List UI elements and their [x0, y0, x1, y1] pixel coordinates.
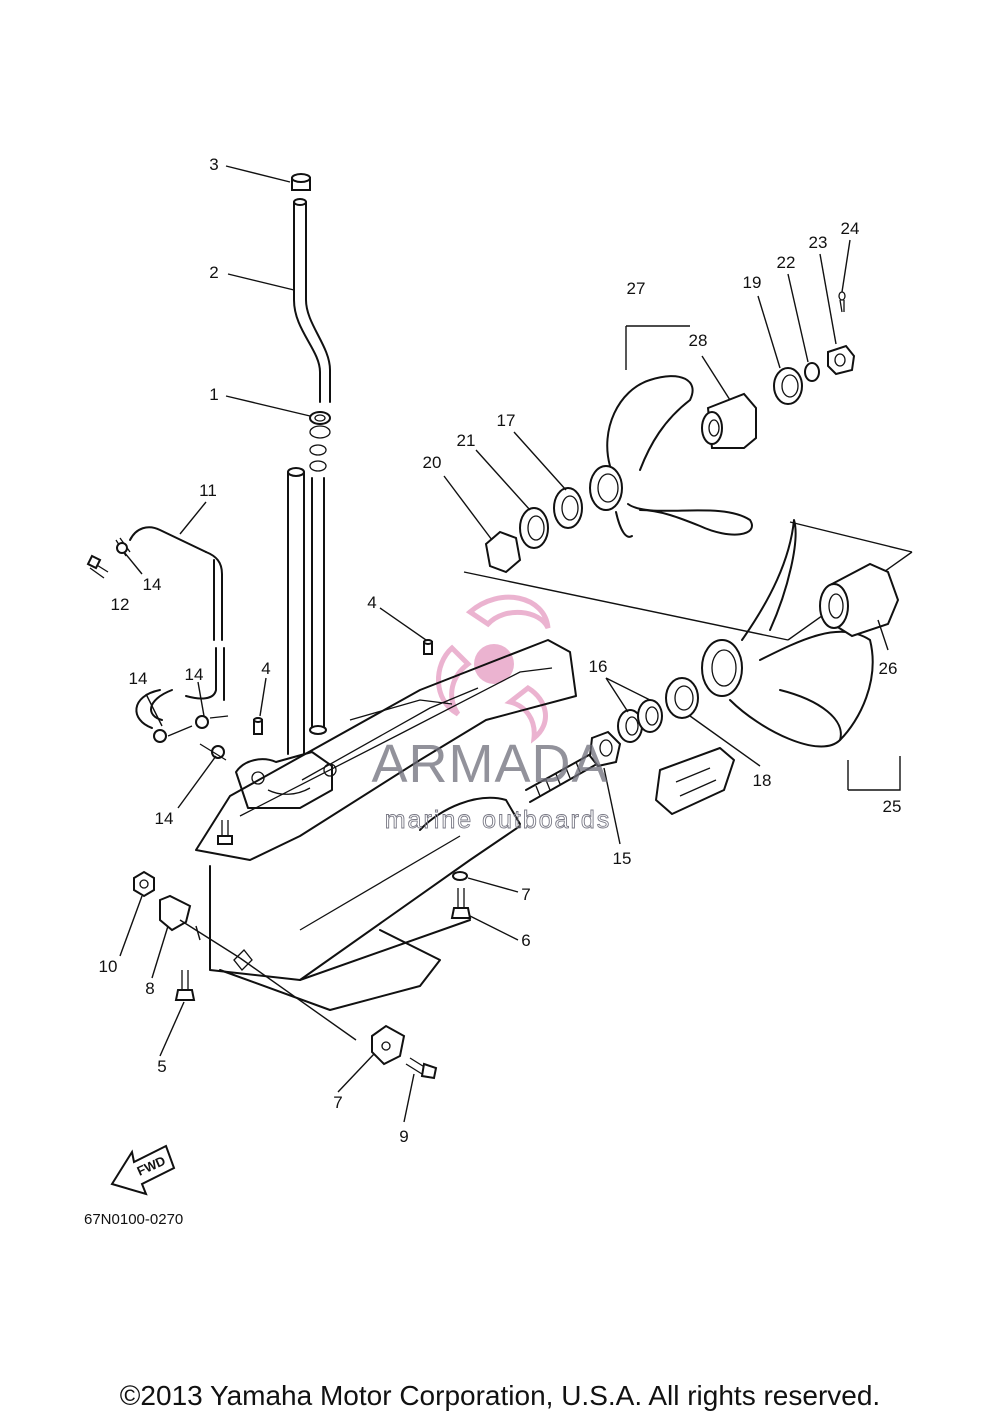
- bearing-detail-inset: [655, 747, 735, 815]
- callout-6: 6: [521, 931, 530, 950]
- callout-18: 18: [753, 771, 772, 790]
- nozzle-part-13: [86, 554, 109, 579]
- spacer-part-20: [484, 530, 522, 574]
- callout-13: 12: [111, 595, 130, 614]
- seal-part-1: [309, 411, 331, 472]
- bolt-part-10: [405, 1057, 438, 1080]
- spacer-part-28: [701, 392, 757, 449]
- bolt-part-6: [450, 888, 472, 919]
- washer-part-19: [773, 367, 803, 405]
- callout-1: 1: [209, 385, 218, 404]
- callout-9: 8: [145, 979, 154, 998]
- callout-25: 25: [883, 797, 902, 816]
- callout-23: 23: [809, 233, 828, 252]
- spacer-part-26: [819, 562, 900, 638]
- watermark-tagline: marine outboards: [385, 806, 612, 834]
- callout-3: 3: [209, 155, 218, 174]
- callout-16: 16: [589, 657, 608, 676]
- cotter-pin-part-24: [838, 291, 846, 313]
- propeller-shaft: [525, 749, 605, 803]
- bearing-part-15: [588, 730, 622, 768]
- callout-28: 28: [689, 331, 708, 350]
- copyright-notice: ©2013 Yamaha Motor Corporation, U.S.A. A…: [119, 1380, 881, 1411]
- fwd-arrow-icon: FWD: [110, 1144, 176, 1196]
- armada-logo-icon: [436, 594, 551, 744]
- hose-clamp-part-14a: [115, 537, 131, 557]
- thrust-washer-part-18: [665, 677, 699, 719]
- callout-4b: 4: [261, 659, 270, 678]
- washer-part-7: [452, 871, 468, 881]
- callout-15: 15: [613, 849, 632, 868]
- nut-part-11: [133, 870, 155, 898]
- callout-22: 22: [777, 253, 796, 272]
- thrust-washer-part-17: [553, 487, 583, 529]
- bolt-screw-main: [217, 820, 233, 845]
- callout-7: 7: [521, 885, 530, 904]
- callout-24: 24: [841, 219, 860, 238]
- callout-10: 9: [399, 1127, 408, 1146]
- callout-11: 10: [99, 957, 118, 976]
- anode-part-8: [371, 1024, 406, 1066]
- hose-clamp-part-14b: [153, 725, 193, 743]
- callout-5: 5: [157, 1057, 166, 1076]
- dowel-pin-part-4a: [423, 639, 433, 655]
- oil-seal-part-16: [617, 699, 663, 743]
- callout-12: 11: [199, 481, 217, 500]
- propeller-part-25: [701, 519, 874, 748]
- callout-2: 2: [209, 263, 218, 282]
- callout-26: 26: [879, 659, 898, 678]
- washer-part-21: [519, 507, 549, 549]
- driveshaft-tube: [287, 467, 327, 755]
- dowel-pin-part-4b: [253, 717, 263, 735]
- callout-8: 7: [333, 1093, 342, 1112]
- water-hose-part-12: [129, 526, 225, 701]
- callout-4a: 4: [367, 593, 376, 612]
- hose-clamp-part-14c: [195, 715, 229, 729]
- anode-part-9: [159, 894, 192, 932]
- water-tube-part-2: [293, 198, 331, 403]
- callout-labels: 3 2 1 4 4 11 14 12 14 14 14 10 8 5 7 9 6…: [99, 155, 902, 1146]
- hose-clamp-part-14d: [199, 743, 227, 761]
- callout-21: 21: [457, 431, 476, 450]
- callout-14a: 14: [143, 575, 162, 594]
- leader-lines: [119, 165, 889, 1123]
- nut-part-23: [827, 344, 856, 376]
- callout-20: 20: [423, 453, 442, 472]
- watermark-brand: ARMADA: [371, 734, 608, 794]
- propeller-part-27: [589, 375, 753, 538]
- callout-19: 19: [743, 273, 762, 292]
- callout-14c: 14: [185, 665, 204, 684]
- bolt-part-5: [174, 970, 196, 1001]
- callout-14b: 14: [129, 669, 148, 688]
- drawing-code: 67N0100-0270: [84, 1211, 183, 1228]
- callout-17: 17: [497, 411, 516, 430]
- grommet-part-3: [291, 173, 311, 191]
- callout-27: 27: [627, 279, 646, 298]
- callout-14d: 14: [155, 809, 174, 828]
- lower-unit-case: [195, 639, 577, 1011]
- washer-part-22: [804, 362, 820, 382]
